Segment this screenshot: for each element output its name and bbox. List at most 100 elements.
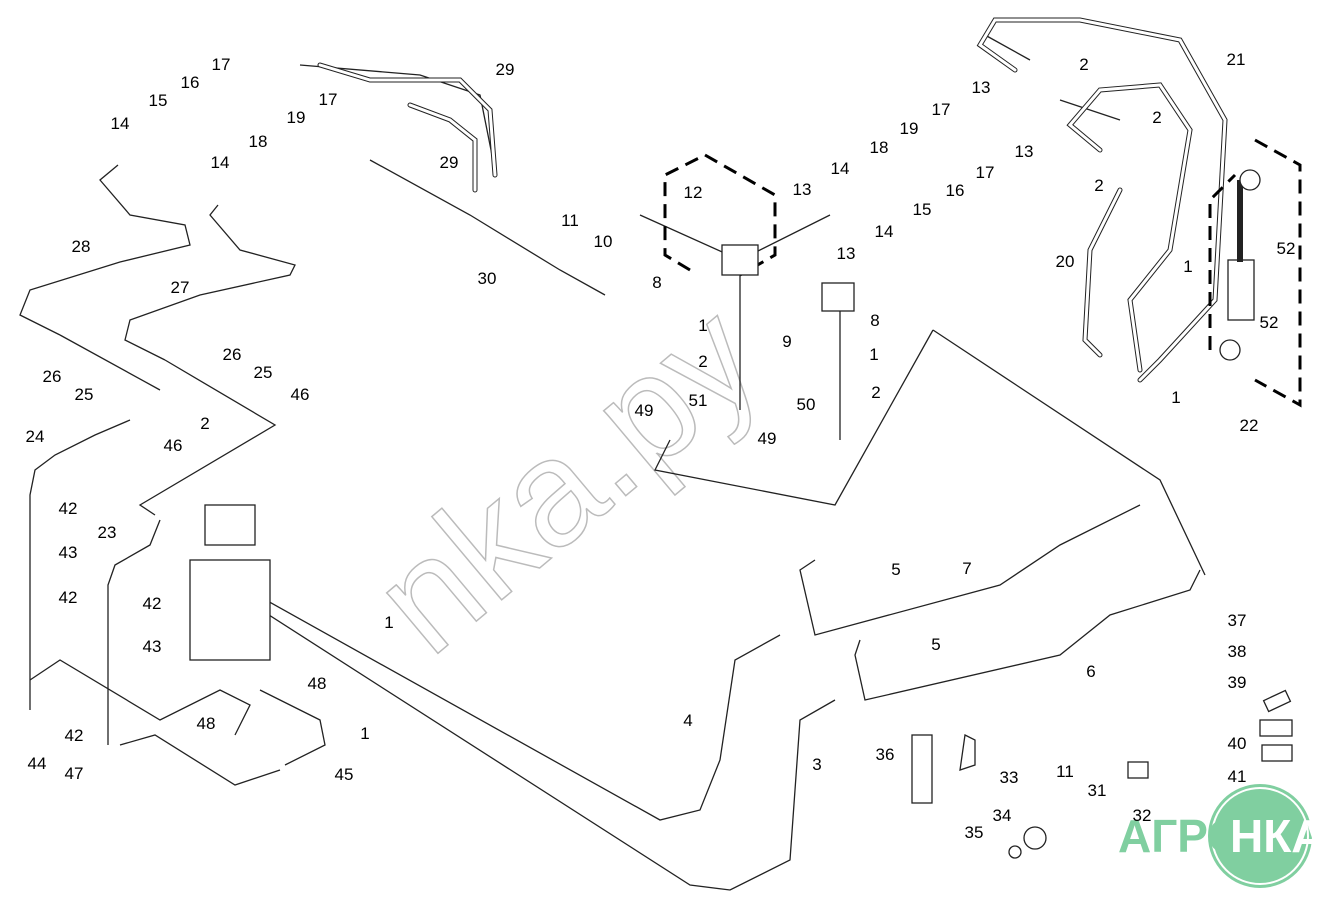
callout: 46 bbox=[291, 385, 310, 404]
cylinder-eye-top bbox=[1239, 169, 1261, 191]
fitting-31 bbox=[1127, 761, 1149, 779]
watermark: nka.py bbox=[343, 272, 790, 685]
callout: 27 bbox=[171, 278, 190, 297]
callout: 20 bbox=[1056, 252, 1075, 271]
callout: 36 bbox=[876, 745, 895, 764]
callout: 39 bbox=[1228, 673, 1247, 692]
callout: 17 bbox=[976, 163, 995, 182]
callout: 2 bbox=[1094, 176, 1103, 195]
callout: 8 bbox=[652, 273, 661, 292]
callout: 2 bbox=[871, 383, 880, 402]
nut-34 bbox=[1023, 826, 1047, 850]
callout: 2 bbox=[1079, 55, 1088, 74]
callout: 16 bbox=[946, 181, 965, 200]
callout: 7 bbox=[962, 559, 971, 578]
callout: 5 bbox=[931, 635, 940, 654]
valve-block-8b bbox=[821, 282, 855, 312]
callout: 24 bbox=[26, 427, 45, 446]
callout: 13 bbox=[793, 180, 812, 199]
callout: 10 bbox=[594, 232, 613, 251]
logo-text-left: АГРО bbox=[1118, 810, 1243, 862]
callout: 11 bbox=[1056, 762, 1074, 781]
callout: 14 bbox=[111, 114, 130, 133]
callout: 12 bbox=[684, 183, 703, 202]
clamp-40b bbox=[1261, 744, 1293, 762]
callout: 18 bbox=[870, 138, 889, 157]
callout: 14 bbox=[831, 159, 850, 178]
parts bbox=[189, 169, 1293, 859]
callout: 48 bbox=[308, 674, 327, 693]
callout: 51 bbox=[689, 391, 708, 410]
callout: 1 bbox=[869, 345, 878, 364]
callout: 16 bbox=[181, 73, 200, 92]
callout: 19 bbox=[900, 119, 919, 138]
callout: 40 bbox=[1228, 734, 1247, 753]
callout: 9 bbox=[782, 332, 791, 351]
callout: 30 bbox=[478, 269, 497, 288]
callout: 34 bbox=[993, 806, 1012, 825]
part-33 bbox=[959, 734, 976, 771]
callout: 41 bbox=[1228, 767, 1247, 786]
callout: 45 bbox=[335, 765, 354, 784]
cylinder-group-frame bbox=[1208, 138, 1302, 408]
callout: 42 bbox=[59, 499, 78, 518]
callout: 8 bbox=[870, 311, 879, 330]
control-valve-bank bbox=[189, 559, 271, 661]
plate-39 bbox=[1262, 689, 1292, 713]
callout: 28 bbox=[72, 237, 91, 256]
callout: 21 bbox=[1227, 50, 1246, 69]
callout: 32 bbox=[1133, 806, 1152, 825]
callout: 13 bbox=[837, 244, 856, 263]
callout: 49 bbox=[635, 401, 654, 420]
callout: 5 bbox=[891, 560, 900, 579]
callout: 47 bbox=[65, 764, 84, 783]
callout: 46 bbox=[164, 436, 183, 455]
callout: 2 bbox=[200, 414, 209, 433]
callout: 31 bbox=[1088, 781, 1107, 800]
callout: 15 bbox=[149, 91, 168, 110]
callout: 25 bbox=[254, 363, 273, 382]
callout: 29 bbox=[440, 153, 459, 172]
callout: 4 bbox=[683, 711, 692, 730]
callout: 1 bbox=[384, 613, 393, 632]
callout: 38 bbox=[1228, 642, 1247, 661]
callout: 37 bbox=[1228, 611, 1247, 630]
agronka-logo: АГРО НКА bbox=[1118, 784, 1325, 888]
callout: 25 bbox=[75, 385, 94, 404]
callout: 19 bbox=[287, 108, 306, 127]
cylinder-eye-bottom bbox=[1219, 339, 1241, 361]
callout: 11 bbox=[561, 211, 579, 230]
callout: 17 bbox=[932, 100, 951, 119]
callout: 2 bbox=[698, 352, 707, 371]
callout: 44 bbox=[28, 754, 47, 773]
callout: 33 bbox=[1000, 768, 1019, 787]
callout: 42 bbox=[59, 588, 78, 607]
callout: 14 bbox=[211, 153, 230, 172]
hoses bbox=[317, 17, 1228, 383]
clamp-40a bbox=[1259, 719, 1293, 737]
callout: 2 bbox=[1152, 108, 1161, 127]
washer-35 bbox=[1008, 845, 1022, 859]
callout: 26 bbox=[43, 367, 62, 386]
callout: 52 bbox=[1260, 313, 1279, 332]
callout: 1 bbox=[1171, 388, 1180, 407]
callout: 15 bbox=[913, 200, 932, 219]
valve-cap bbox=[204, 504, 256, 546]
callout: 6 bbox=[1086, 662, 1095, 681]
callout: 1 bbox=[1183, 257, 1192, 276]
hydraulic-cylinder bbox=[1227, 259, 1255, 321]
callout: 29 bbox=[496, 60, 515, 79]
callout: 23 bbox=[98, 523, 117, 542]
callout: 18 bbox=[249, 132, 268, 151]
callout: 17 bbox=[212, 55, 231, 74]
callout: 22 bbox=[1240, 416, 1259, 435]
callout-labels: 17 16 15 14 29 17 19 18 14 29 30 28 27 2… bbox=[26, 50, 1296, 842]
logo-text-right: НКА bbox=[1230, 810, 1325, 862]
callout: 42 bbox=[143, 594, 162, 613]
callout: 48 bbox=[197, 714, 216, 733]
callout: 52 bbox=[1277, 239, 1296, 258]
callout: 1 bbox=[360, 724, 369, 743]
callout: 3 bbox=[812, 755, 821, 774]
callout: 26 bbox=[223, 345, 242, 364]
